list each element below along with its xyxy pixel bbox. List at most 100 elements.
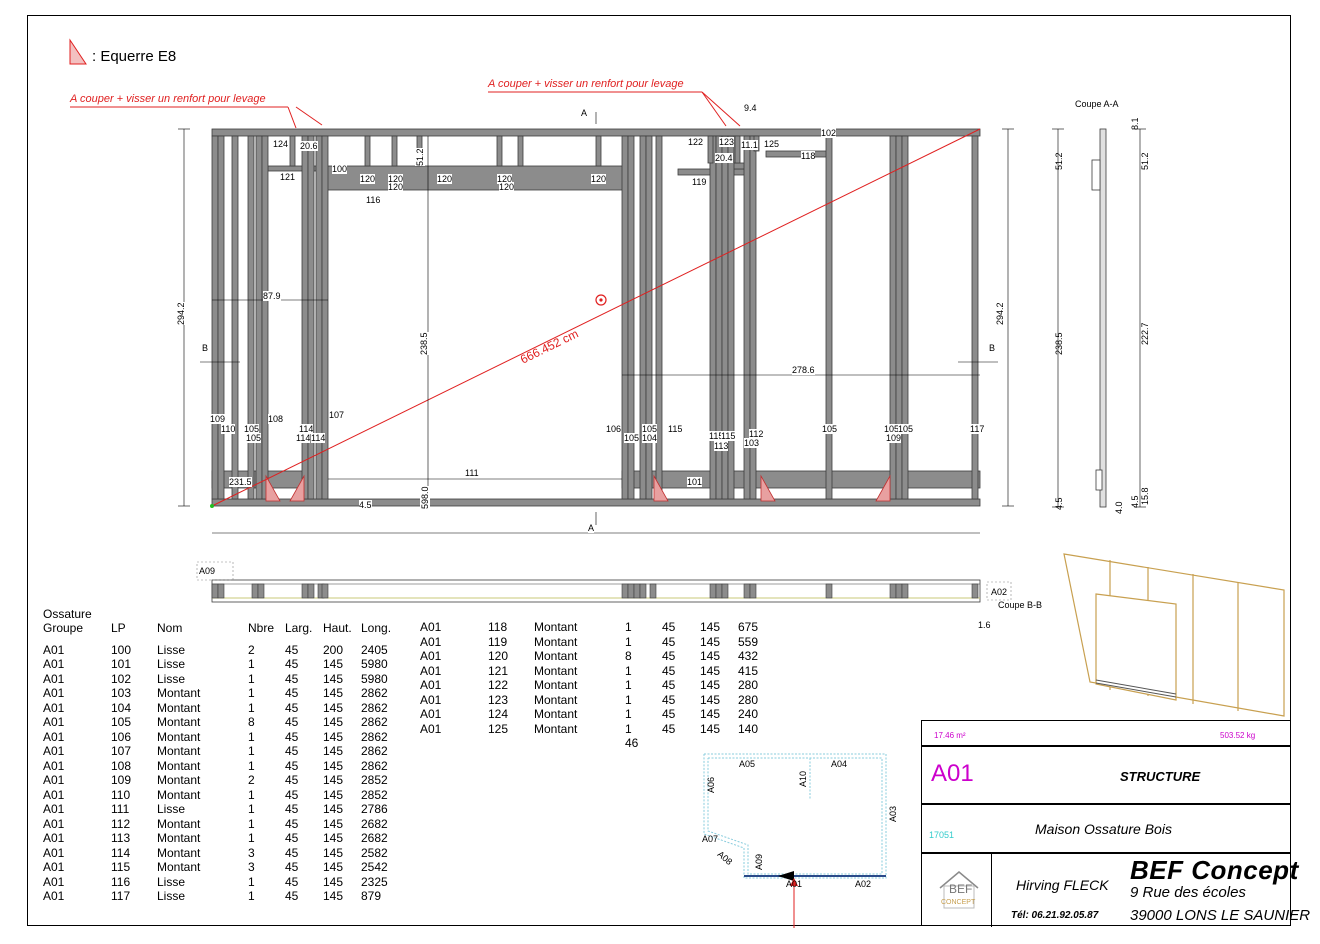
table-header-row: Groupe LP Nom Nbre Larg. Haut. Long. [43,621,401,636]
note-cut-left: A couper + visser un renfort pour levage [70,93,266,105]
strip-stud [321,583,329,599]
stud [261,135,269,500]
dimension-label: 117 [970,424,985,434]
table-cell: 2862 [361,700,388,715]
strip-stud [621,583,629,599]
table-cell: 2862 [361,729,388,744]
dimension-label: 104 [642,433,658,443]
table-cell: 45 [285,874,299,889]
dimension-label: 118 [801,151,816,161]
table-cell: 5980 [361,657,388,671]
stud [971,135,979,500]
dimension-label: 114 [311,433,326,443]
table-cell: 1 [625,707,632,721]
dimension-label: 121 [280,172,296,182]
table-cell: 124 [488,707,509,721]
title-block-row-main [922,747,1290,805]
stud [231,135,239,500]
dimension-label: A [581,108,588,118]
dimension-label: 109 [886,433,902,443]
dimension-label: 122 [688,137,704,147]
table-cell: 45 [285,845,299,860]
table-cell: 8 [625,649,632,663]
table-cell: A01 [43,816,65,831]
dimension-label: 105 [244,424,260,434]
dimension-label: 102 [821,128,837,138]
note-cut-right: A couper + visser un renfort pour levage [488,78,684,90]
table-cell: 280 [738,692,759,707]
table-cell: 123 [488,692,509,707]
stud [889,135,897,500]
dimension-label: 598.0 [420,486,430,509]
dimension-label: 238.5 [419,332,429,355]
table-cell: Montant [534,620,578,634]
table-cell: 45 [662,707,676,721]
dimension-label: A10 [798,770,808,787]
table-cell: A01 [43,845,65,860]
table-cell: Montant [534,649,578,663]
dimension-label: 116 [366,195,381,205]
table-cell: A01 [420,721,442,736]
table-cell: 145 [323,773,344,787]
table-cell: 559 [738,634,759,649]
col-haut: Haut. [323,621,352,635]
col-long: Long. [361,621,392,635]
strip-stud [257,583,265,599]
table-cell: 120 [488,649,509,663]
table-cell: 145 [323,686,344,700]
strip-stud [715,583,723,599]
stud [621,135,629,500]
table-cell: Montant [534,707,578,721]
table-cell: A01 [43,860,65,874]
dimension-label: 105 [246,433,262,443]
axonometric-view [1063,553,1285,717]
dimension-label: 120 [437,174,453,184]
table-cell: 432 [738,649,759,663]
table-cell: 2862 [361,715,388,729]
stud [639,135,647,500]
bef-logo-icon [939,871,979,909]
table-cell: Montant [157,845,201,860]
table-cell: 45 [662,634,676,649]
stud [645,135,653,500]
key-plan [703,753,887,928]
stud [321,135,329,500]
address-line2: 39000 LONS LE SAUNIER [1130,907,1311,924]
project-name: Maison Ossature Bois [1035,821,1172,837]
table-cell: 45 [285,802,299,816]
title-block-row-project [922,805,1290,854]
table-cell: 103 [111,686,132,700]
dimension-label: A04 [831,759,848,769]
dimension-label: A07 [702,834,719,844]
dimension-label: 111 [465,468,479,478]
table-cell: 3 [248,845,255,860]
strip-stud [895,583,903,599]
table-cell: 45 [285,860,299,874]
table-cell: Montant [157,816,201,831]
table-cell: 1 [625,620,632,634]
strip-stud [889,583,897,599]
table-cell: 45 [662,721,676,736]
stud [895,135,903,500]
table-cell: 145 [700,634,721,649]
table-cell: 45 [285,686,299,700]
table-cell: A01 [43,831,65,845]
stud [655,135,663,500]
table-cell: 145 [323,671,344,686]
table-cell: 145 [323,816,344,831]
logo-cell [922,854,992,927]
col-nbre: Nbre [248,621,275,635]
table-cell: 117 [111,889,131,903]
table-cell: 1 [248,657,255,671]
table-cell: 101 [111,657,132,671]
table-cell: Montant [534,663,578,678]
table-cell: 145 [700,707,721,721]
strip-stud [251,583,259,599]
dimension-label: 120 [499,182,515,192]
